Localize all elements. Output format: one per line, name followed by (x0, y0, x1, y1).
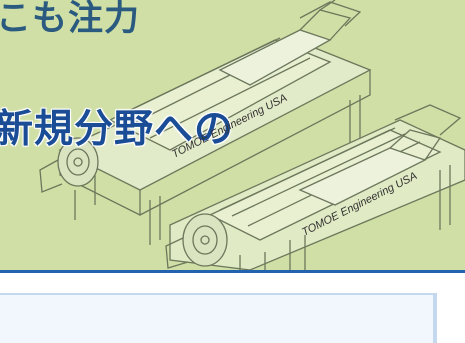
decanter-centrifuge-drawing (39, 0, 465, 270)
content-panel (0, 293, 437, 343)
banner-heading-main: 新規分野への (0, 107, 235, 152)
hero-banner: こも注力 新規分野への TOMOE Engineering USA TOMOE … (0, 0, 465, 270)
banner-heading-top: こも注力 (0, 0, 141, 39)
banner-divider (0, 270, 465, 273)
spacer (0, 273, 465, 293)
